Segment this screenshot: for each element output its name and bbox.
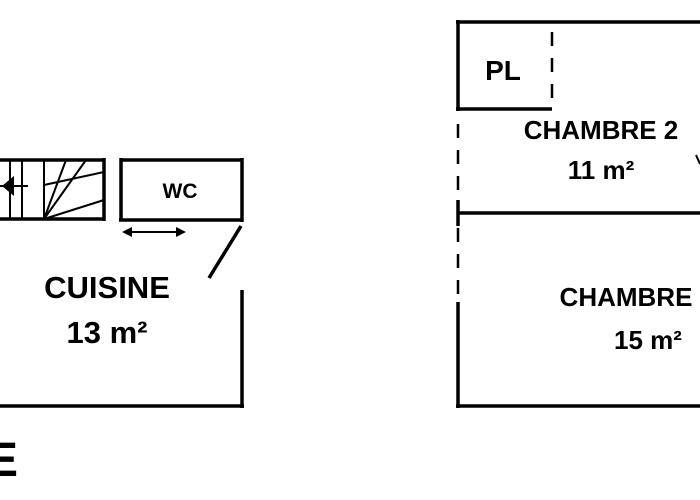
cut-off-letter: E bbox=[0, 434, 18, 487]
sliding-door-icon bbox=[122, 227, 186, 237]
closet-label: PL bbox=[485, 55, 521, 86]
bedroom-1-area: 15 m² bbox=[614, 325, 682, 355]
bedroom-2-label: CHAMBRE 2 bbox=[524, 115, 679, 145]
bedroom-1-label: CHAMBRE bbox=[560, 282, 693, 312]
wc-label: WC bbox=[163, 180, 198, 203]
bedroom-2-area: 11 m² bbox=[568, 155, 635, 185]
door-leaf bbox=[207, 225, 243, 279]
stair-arrow-icon bbox=[2, 176, 14, 196]
closet-room: PL bbox=[456, 20, 700, 111]
kitchen-room: CUISINE 13 m² bbox=[0, 225, 244, 408]
bedroom-2-room: CHAMBRE 2 11 m² bbox=[524, 115, 700, 185]
bedroom-1-room: CHAMBRE 15 m² bbox=[456, 282, 700, 408]
staircase bbox=[0, 158, 106, 221]
right-floor-plan: PL CHAMBRE 2 11 m² CHAMBRE 15 m² bbox=[456, 20, 700, 408]
kitchen-label: CUISINE bbox=[44, 270, 170, 305]
kitchen-area: 13 m² bbox=[67, 315, 148, 350]
door-leaf bbox=[695, 154, 700, 165]
left-floor-plan: WC CUISINE 13 m² E bbox=[0, 158, 244, 487]
wc-room: WC bbox=[119, 158, 244, 237]
